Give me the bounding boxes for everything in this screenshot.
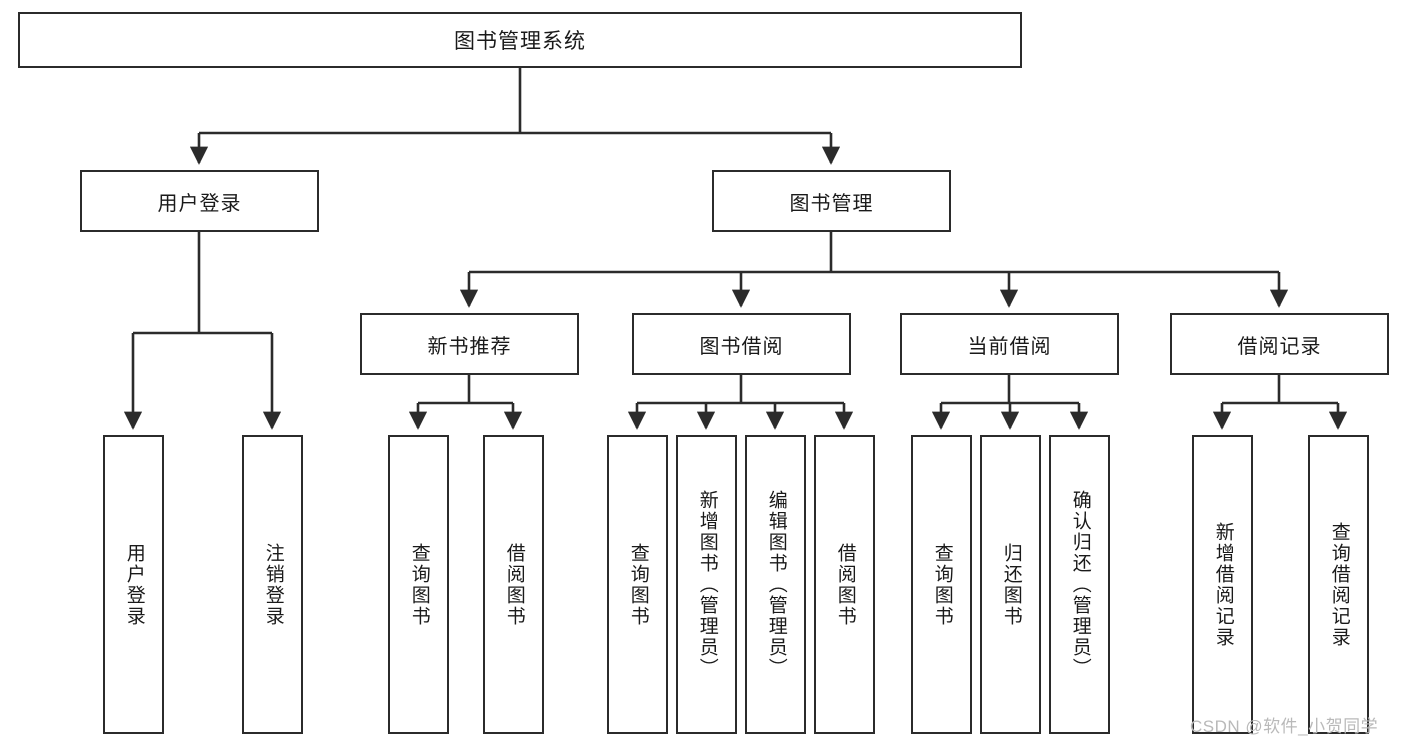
- node-user-login-label: 用户登录: [157, 192, 242, 215]
- leaf-edit-book-admin-label: 编辑图书（管理员）: [765, 490, 787, 679]
- leaf-query-book-current-label: 查询图书: [931, 542, 953, 627]
- leaf-confirm-return-admin-label: 确认归还（管理员）: [1069, 490, 1091, 679]
- node-root-book-management-system[interactable]: 图书管理系统: [18, 12, 1022, 68]
- leaf-return-book[interactable]: 归还图书: [980, 435, 1041, 734]
- node-current-borrow[interactable]: 当前借阅: [900, 313, 1119, 375]
- leaf-borrow-book-recommend-label: 借阅图书: [503, 542, 525, 627]
- leaf-user-login[interactable]: 用户登录: [103, 435, 164, 734]
- node-book-borrow-label: 图书借阅: [699, 335, 784, 358]
- leaf-query-borrow-record-label: 查询借阅记录: [1328, 521, 1350, 648]
- leaf-query-book-recommend[interactable]: 查询图书: [388, 435, 449, 734]
- leaf-query-borrow-record[interactable]: 查询借阅记录: [1308, 435, 1369, 734]
- leaf-borrow-book[interactable]: 借阅图书: [814, 435, 875, 734]
- leaf-logout[interactable]: 注销登录: [242, 435, 303, 734]
- leaf-query-book-current[interactable]: 查询图书: [911, 435, 972, 734]
- leaf-add-borrow-record[interactable]: 新增借阅记录: [1192, 435, 1253, 734]
- node-new-book-recommend-label: 新书推荐: [427, 335, 512, 358]
- node-root-label: 图书管理系统: [454, 30, 586, 53]
- node-book-borrow[interactable]: 图书借阅: [632, 313, 851, 375]
- leaf-logout-label: 注销登录: [262, 542, 284, 627]
- leaf-edit-book-admin[interactable]: 编辑图书（管理员）: [745, 435, 806, 734]
- csdn-watermark: CSDN @软件_小贺同学: [1190, 717, 1379, 736]
- leaf-add-borrow-record-label: 新增借阅记录: [1212, 521, 1234, 648]
- leaf-borrow-book-label: 借阅图书: [834, 542, 856, 627]
- node-borrow-record-label: 借阅记录: [1237, 335, 1322, 358]
- node-current-borrow-label: 当前借阅: [967, 335, 1052, 358]
- node-book-management[interactable]: 图书管理: [712, 170, 951, 232]
- leaf-user-login-label: 用户登录: [123, 542, 145, 627]
- leaf-add-book-admin[interactable]: 新增图书（管理员）: [676, 435, 737, 734]
- leaf-query-book-borrow-label: 查询图书: [627, 542, 649, 627]
- leaf-return-book-label: 归还图书: [1000, 542, 1022, 627]
- leaf-borrow-book-recommend[interactable]: 借阅图书: [483, 435, 544, 734]
- leaf-query-book-recommend-label: 查询图书: [408, 542, 430, 627]
- node-user-login[interactable]: 用户登录: [80, 170, 319, 232]
- leaf-add-book-admin-label: 新增图书（管理员）: [696, 490, 718, 679]
- node-book-management-label: 图书管理: [789, 192, 874, 215]
- node-new-book-recommend[interactable]: 新书推荐: [360, 313, 579, 375]
- leaf-query-book-borrow[interactable]: 查询图书: [607, 435, 668, 734]
- leaf-confirm-return-admin[interactable]: 确认归还（管理员）: [1049, 435, 1110, 734]
- node-borrow-record[interactable]: 借阅记录: [1170, 313, 1389, 375]
